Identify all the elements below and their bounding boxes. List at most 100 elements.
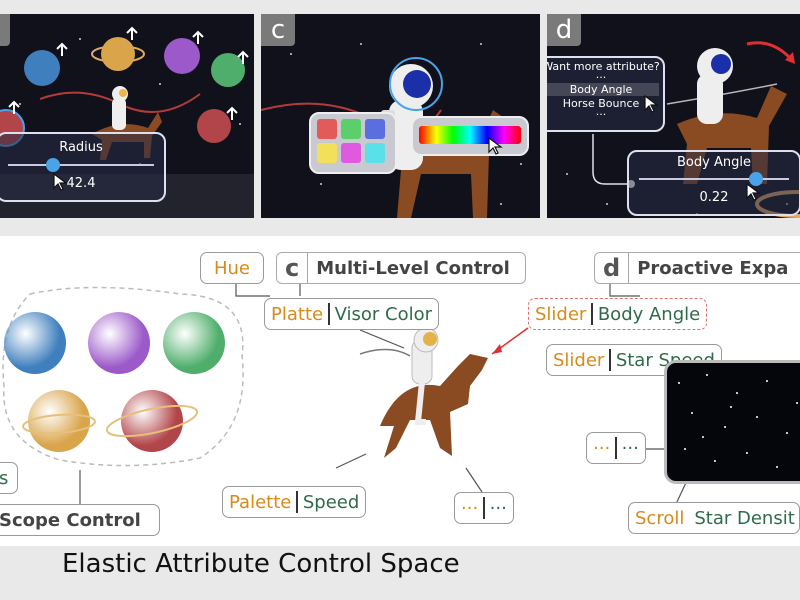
planet-orange-b xyxy=(101,37,135,71)
panel-c: c xyxy=(261,14,540,218)
ellipsis-attr: ··· xyxy=(621,437,639,459)
swatch-grid xyxy=(317,119,385,163)
menu-item-horse-bounce[interactable]: Horse Bounce xyxy=(562,97,640,110)
planet-blue[interactable] xyxy=(4,312,66,374)
visor-c xyxy=(403,70,431,98)
attribute-space-diagram: Hue c Multi-Level Control d Proactive Ex… xyxy=(0,236,800,546)
cursor-icon xyxy=(746,182,761,201)
palette-popup[interactable] xyxy=(309,112,397,174)
proactive-letter: d xyxy=(595,253,630,283)
platte-visor-chip[interactable]: Platte Visor Color xyxy=(264,298,440,330)
planet-red-b xyxy=(197,109,231,143)
scroll-star-density-chip[interactable]: Scroll Star Densit xyxy=(628,502,800,534)
slider-body-attr: Body Angle xyxy=(597,303,701,325)
platte-attr: Visor Color xyxy=(334,303,433,325)
horse-diagram xyxy=(380,354,488,458)
horse-c xyxy=(381,110,507,218)
radius-control[interactable]: Radius 42.4 xyxy=(0,132,166,202)
palette-speed-chip[interactable]: Palette Speed xyxy=(222,486,367,518)
chip-separator xyxy=(328,303,330,325)
multi-level-letter: c xyxy=(277,253,309,283)
attribute-menu[interactable]: Want more attribute? ··· Body Angle Hors… xyxy=(547,56,665,132)
ellipsis-chip-right[interactable]: ··· ··· xyxy=(586,432,646,464)
scroll-type: Scroll xyxy=(635,507,685,529)
left-partial-chip[interactable]: s xyxy=(0,462,18,494)
slider-star-type: Slider xyxy=(553,349,605,371)
radius-knob[interactable] xyxy=(46,158,61,172)
figure-caption: Elastic Attribute Control Space xyxy=(62,549,460,579)
multi-level-header: c Multi-Level Control xyxy=(276,252,526,284)
scroll-attr: Star Densit xyxy=(694,507,795,529)
color-swatch[interactable] xyxy=(341,143,361,163)
body-angle-knob[interactable] xyxy=(749,172,763,186)
ellipsis-type: ··· xyxy=(461,497,479,519)
color-swatch[interactable] xyxy=(341,119,361,139)
proactive-header: d Proactive Expa xyxy=(594,252,800,284)
body-angle-control[interactable]: Body Angle 0.22 xyxy=(627,150,800,216)
panel-d: d Want more attribute? ··· Body Angle Ho… xyxy=(547,14,800,218)
platte-type: Platte xyxy=(271,303,324,325)
planet-blue-b xyxy=(24,50,60,86)
color-swatch[interactable] xyxy=(317,119,337,139)
cursor-icon xyxy=(644,94,659,113)
slider-body-type: Slider xyxy=(535,303,587,325)
hue-gradient[interactable] xyxy=(419,126,521,144)
planet-rings xyxy=(22,404,199,438)
planet-purple[interactable] xyxy=(88,312,150,374)
astronaut-b xyxy=(112,98,126,130)
star-field-preview[interactable] xyxy=(664,360,800,484)
menu-ellipsis-top: ··· xyxy=(595,71,607,84)
planet-purple-b xyxy=(164,38,200,74)
body-angle-track[interactable] xyxy=(639,178,789,180)
body-angle-value: 0.22 xyxy=(699,190,729,205)
chip-separator xyxy=(483,497,485,519)
radius-title: Radius xyxy=(59,140,103,155)
ellipsis-type: ··· xyxy=(593,437,611,459)
radius-value: 42.4 xyxy=(66,176,96,191)
planet-red[interactable] xyxy=(121,390,183,452)
left-partial-label: s xyxy=(0,467,9,489)
body-angle-title: Body Angle xyxy=(677,155,751,170)
menu-ellipsis-bottom: ··· xyxy=(595,108,607,121)
panel-c-scene xyxy=(261,43,522,218)
hue-slider-popup[interactable] xyxy=(411,116,529,156)
proactive-title: Proactive Expa xyxy=(637,257,789,279)
radius-track[interactable] xyxy=(8,164,154,166)
panel-c-label: c xyxy=(261,14,295,46)
stars-icon xyxy=(678,374,798,468)
chip-separator xyxy=(609,349,611,371)
color-swatch[interactable] xyxy=(317,143,337,163)
menu-item-body-angle[interactable]: Body Angle xyxy=(547,83,659,96)
menu-title: Want more attribute? xyxy=(547,60,660,73)
planet-green-b xyxy=(211,53,245,87)
panel-b-label: b xyxy=(0,14,10,46)
astronaut-d xyxy=(697,74,723,124)
scope-control-chip: Scope Control xyxy=(0,504,160,536)
multi-level-title: Multi-Level Control xyxy=(316,257,510,279)
panel-b: b Radius 42.4 xyxy=(0,14,254,218)
diagram-connectors xyxy=(2,280,691,505)
chip-separator xyxy=(296,491,298,513)
red-arrow-icon xyxy=(746,41,794,62)
panel-d-label: d xyxy=(547,14,581,46)
scope-control-label: Scope Control xyxy=(0,509,141,531)
scope-outline xyxy=(2,286,244,467)
cursor-icon xyxy=(488,136,503,155)
cursor-icon xyxy=(53,172,68,191)
palette-type: Palette xyxy=(229,491,292,513)
ellipsis-chip-center[interactable]: ··· ··· xyxy=(454,492,514,524)
color-swatch[interactable] xyxy=(365,119,385,139)
palette-attr: Speed xyxy=(302,491,360,513)
ellipsis-attr: ··· xyxy=(489,497,507,519)
color-swatch[interactable] xyxy=(365,143,385,163)
chip-separator xyxy=(615,437,617,459)
slider-body-angle-chip[interactable]: Slider Body Angle xyxy=(528,298,708,330)
planet-orange[interactable] xyxy=(28,390,90,452)
chip-separator xyxy=(591,303,593,325)
hue-chip[interactable]: Hue xyxy=(200,252,264,284)
visor-d xyxy=(711,54,731,74)
hue-label: Hue xyxy=(213,257,251,279)
visor-diagram xyxy=(423,332,437,346)
planet-green[interactable] xyxy=(163,312,225,374)
